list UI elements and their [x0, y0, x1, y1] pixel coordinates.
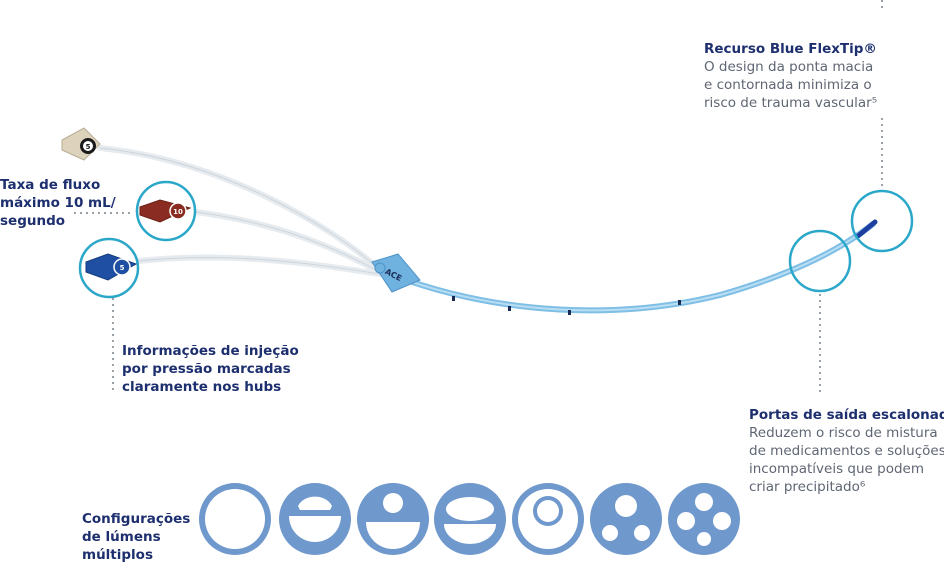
injection-info-callout: Informações de injeção por pressão marca…	[122, 342, 299, 396]
depth-mark	[568, 310, 571, 315]
catheter-hub: ACE	[371, 253, 421, 293]
double-lumen-icon	[279, 483, 351, 555]
highlight-ring-ports	[788, 229, 852, 293]
blue-hub: 5	[85, 253, 138, 281]
highlight-ring-flextip	[850, 189, 914, 253]
svg-text:5: 5	[86, 143, 91, 151]
exit-ports-callout: Portas de saída escalonadas Reduzem o ri…	[749, 406, 944, 496]
flow-rate-callout: Taxa de fluxo máximo 10 mL/ segundo	[0, 176, 116, 230]
flextip-callout: Recurso Blue FlexTip® O design da ponta …	[704, 40, 877, 112]
svg-text:5: 5	[120, 264, 125, 272]
ports-line-1: Reduzem o risco de mistura	[749, 425, 938, 441]
red-hub: 10	[139, 199, 192, 223]
double-lumen-oval-icon	[434, 483, 506, 555]
ports-title: Portas de saída escalonadas	[749, 407, 944, 423]
flow-line-2: máximo 10 mL/	[0, 195, 116, 211]
double-lumen-offset-icon	[512, 483, 584, 555]
beige-hub: 5	[61, 127, 101, 161]
flow-line-3: segundo	[0, 213, 66, 229]
blue-flextip	[855, 219, 878, 239]
depth-mark	[678, 300, 681, 305]
single-lumen-icon	[199, 483, 271, 555]
flextip-line-2: e contornada minimiza o	[704, 77, 872, 93]
lumens-line-2: de lúmens	[82, 529, 161, 545]
quad-lumen-icon	[668, 483, 740, 555]
ports-line-2: de medicamentos e soluções	[749, 443, 944, 459]
flextip-title: Recurso Blue FlexTip®	[704, 41, 877, 57]
flextip-line-3: risco de trauma vascular⁵	[704, 95, 878, 111]
flow-line-1: Taxa de fluxo	[0, 177, 101, 193]
lumens-line-3: múltiplos	[82, 547, 153, 563]
depth-mark	[452, 296, 455, 301]
extension-tube-bottom	[127, 254, 383, 277]
injection-line-3: claramente nos hubs	[122, 379, 282, 395]
depth-mark	[508, 306, 511, 311]
flextip-line-1: O design da ponta macia	[704, 59, 874, 75]
triple-lumen-icon	[590, 483, 662, 555]
injection-line-2: por pressão marcadas	[122, 361, 291, 377]
double-lumen-round-icon	[357, 483, 429, 555]
ports-line-3: incompatíveis que podem	[749, 461, 924, 477]
lumens-line-1: Configurações	[82, 511, 191, 527]
svg-text:10: 10	[173, 208, 183, 216]
injection-line-1: Informações de injeção	[122, 343, 299, 359]
lumen-configurations-label: Configurações de lúmens múltiplos	[82, 510, 190, 564]
lumen-configurations	[199, 483, 740, 555]
ports-line-4: criar precipitado⁶	[749, 479, 866, 495]
